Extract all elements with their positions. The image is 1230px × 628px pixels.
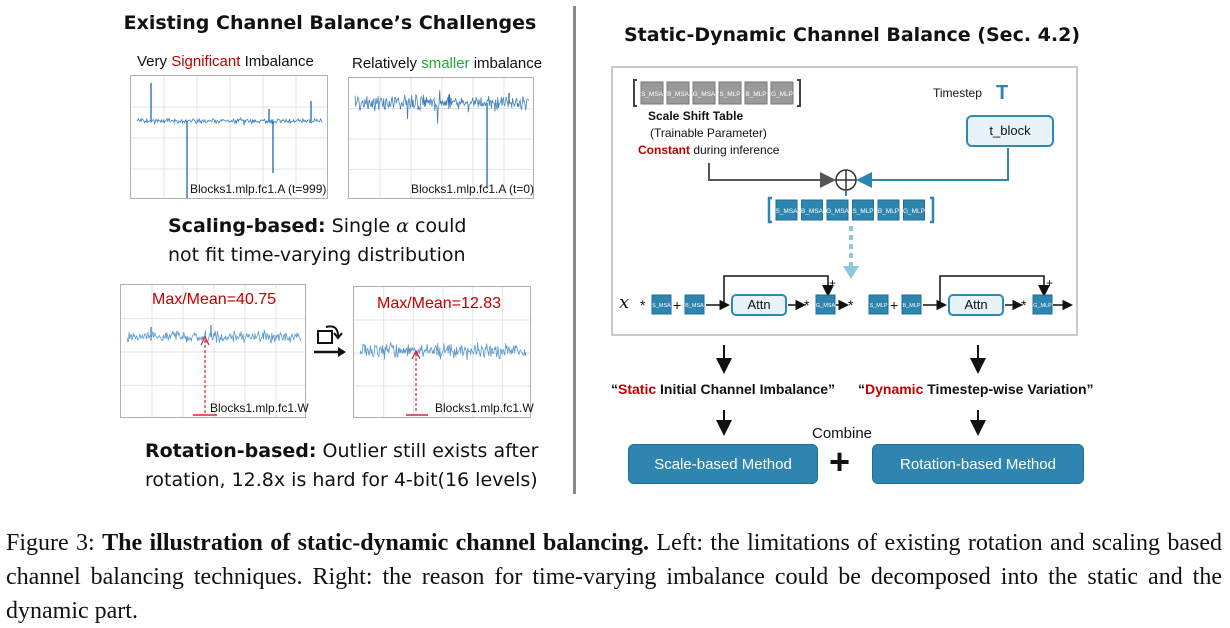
scale-shift-title: Scale Shift Table bbox=[648, 109, 744, 123]
row-param-box: G_MLP bbox=[1032, 294, 1053, 315]
table-cell: B_MLP bbox=[877, 199, 900, 221]
table-cell: B_MLP bbox=[744, 81, 768, 105]
svg-text:G_MSA: G_MSA bbox=[826, 208, 849, 215]
plot2-label: Relatively smaller imbalance bbox=[352, 55, 543, 72]
scaling-based-text: Scaling-based: Single α could bbox=[168, 215, 467, 237]
constant-label: Constant during inference bbox=[638, 143, 780, 157]
svg-text:*: * bbox=[848, 297, 854, 313]
svg-text:B_MLP: B_MLP bbox=[902, 303, 920, 309]
rotation-based-method: Rotation-based Method bbox=[872, 444, 1084, 484]
table-cell: G_MLP bbox=[770, 81, 794, 105]
timestep-label: Timestep bbox=[933, 86, 982, 100]
plot2-annotation: Blocks1.mlp.fc1.A (t=0) bbox=[411, 182, 535, 196]
svg-text:B_MLP: B_MLP bbox=[745, 91, 766, 98]
svg-text:*: * bbox=[1021, 297, 1027, 313]
combine-label: Combine bbox=[812, 425, 873, 442]
svg-text:B_MSA: B_MSA bbox=[667, 91, 690, 98]
svg-text:B_MLP: B_MLP bbox=[878, 208, 899, 215]
t-block: t_block bbox=[966, 115, 1054, 147]
scale-based-method: Scale-based Method bbox=[628, 444, 818, 484]
svg-text:*: * bbox=[804, 297, 810, 313]
dynamic-variation-label: “Dynamic Timestep-wise Variation” bbox=[858, 381, 1094, 397]
rotation-arrow-icon bbox=[312, 322, 348, 362]
plot4-weight-after-rotation bbox=[353, 286, 531, 418]
svg-text:S_MSA: S_MSA bbox=[652, 303, 671, 309]
svg-text:+: + bbox=[890, 297, 898, 313]
svg-text:G_MSA: G_MSA bbox=[816, 303, 836, 309]
svg-text:S_MSA: S_MSA bbox=[775, 208, 798, 215]
table-cell: G_MLP bbox=[903, 199, 925, 221]
attn-block-2: Attn bbox=[948, 294, 1004, 316]
table-cell: G_MSA bbox=[692, 81, 716, 105]
rotation-based-text-line2: rotation, 12.8x is hard for 4-bit(16 lev… bbox=[145, 469, 538, 491]
plot1-activation-t999 bbox=[130, 75, 328, 199]
table-cell: S_MSA bbox=[640, 81, 664, 105]
table-cell: S_MLP bbox=[718, 81, 742, 105]
scaling-based-text-line2: not fit time-varying distribution bbox=[168, 244, 466, 266]
combine-plus-icon: + bbox=[829, 441, 851, 482]
svg-text:G_MLP: G_MLP bbox=[903, 208, 925, 215]
input-x-symbol: x bbox=[619, 292, 630, 313]
svg-text:B_MSA: B_MSA bbox=[801, 208, 824, 215]
row-param-box: B_MSA bbox=[684, 294, 705, 315]
svg-text:S_MSA: S_MSA bbox=[641, 91, 664, 98]
plot1-label: Very Significant Imbalance bbox=[137, 53, 314, 70]
row-param-box: B_MLP bbox=[901, 294, 922, 315]
rotation-based-text: Rotation-based: Outlier still exists aft… bbox=[145, 440, 539, 462]
svg-text:B_MSA: B_MSA bbox=[685, 303, 704, 309]
svg-text:+: + bbox=[673, 297, 681, 313]
table-cell: B_MSA bbox=[666, 81, 690, 105]
plot1-annotation: Blocks1.mlp.fc1.A (t=999) bbox=[190, 182, 327, 196]
plot3-weight-before-rotation bbox=[120, 284, 306, 418]
plot4-annotation: Blocks1.mlp.fc1.W bbox=[435, 401, 534, 415]
timestep-symbol: T bbox=[996, 82, 1009, 104]
table-cell: S_MLP bbox=[852, 199, 874, 221]
svg-text:S_MLP: S_MLP bbox=[852, 208, 873, 215]
computation-row: *S_MSA+B_MSA*G_MSA*S_MLP+B_MLP*G_MLP bbox=[640, 294, 1073, 315]
attn-block-1: Attn bbox=[731, 294, 787, 316]
row-param-box: G_MSA bbox=[815, 294, 836, 315]
left-panel-title: Existing Channel Balance’s Challenges bbox=[123, 12, 537, 34]
table-cell: G_MSA bbox=[826, 199, 850, 221]
panel-divider bbox=[573, 6, 576, 494]
row-param-box: S_MSA bbox=[651, 294, 672, 315]
svg-text:G_MLP: G_MLP bbox=[771, 91, 793, 98]
plot2-activation-t0 bbox=[348, 77, 534, 199]
right-panel-title: Static-Dynamic Channel Balance (Sec. 4.2… bbox=[624, 24, 1080, 46]
svg-text:G_MLP: G_MLP bbox=[1033, 303, 1052, 309]
svg-text:S_MLP: S_MLP bbox=[869, 303, 887, 309]
table-cell: S_MSA bbox=[775, 199, 798, 221]
static-imbalance-label: “Static Initial Channel Imbalance” bbox=[611, 381, 836, 397]
plot4-maxmean: Max/Mean=12.83 bbox=[377, 295, 502, 312]
svg-text:G_MSA: G_MSA bbox=[693, 91, 716, 98]
figure-caption: Figure 3: The illustration of static-dyn… bbox=[6, 530, 1222, 624]
table-cell: B_MSA bbox=[801, 199, 824, 221]
trainable-parameter-label: (Trainable Parameter) bbox=[650, 126, 767, 140]
residual-plus-2: + bbox=[1046, 276, 1054, 290]
row-param-box: S_MLP bbox=[868, 294, 889, 315]
svg-text:*: * bbox=[640, 297, 646, 313]
plot3-maxmean: Max/Mean=40.75 bbox=[152, 291, 277, 308]
svg-text:S_MLP: S_MLP bbox=[719, 91, 740, 98]
plot3-annotation: Blocks1.mlp.fc1.W bbox=[210, 401, 309, 415]
residual-plus-1: + bbox=[829, 276, 837, 290]
